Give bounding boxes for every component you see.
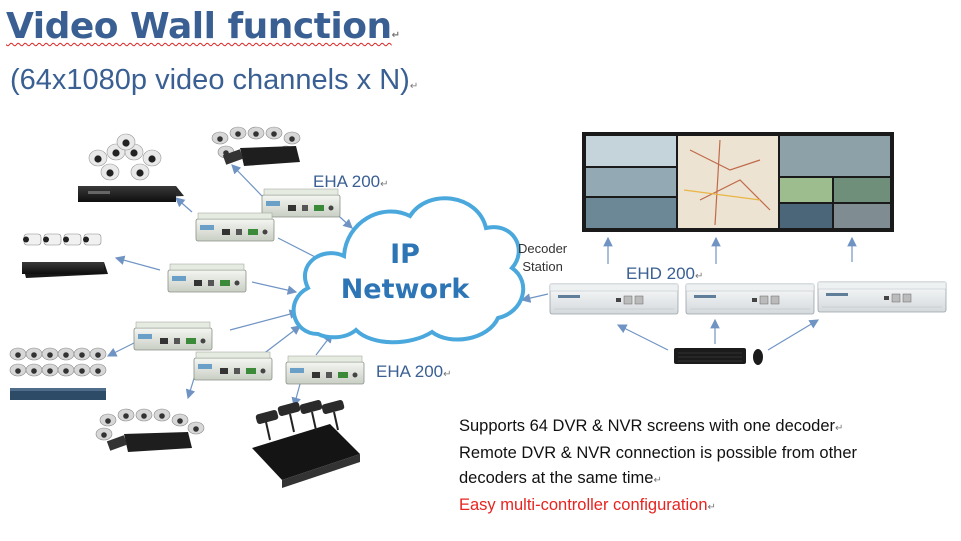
bullet-camera-icon — [23, 233, 102, 246]
encoder-box-icon — [133, 321, 213, 351]
decoder-station-label: Decoder Station — [518, 241, 568, 274]
encoder-box-icon — [285, 355, 365, 385]
feature-line-4: Easy multi-controller configuration↵ — [459, 496, 716, 514]
ehd-label: EHD 200↵ — [626, 264, 704, 283]
cctv-dome-camera-icon — [9, 347, 107, 377]
feature-line-3: decoders at the same time↵ — [459, 469, 662, 487]
dvr-recorder-icon — [10, 388, 106, 400]
dvr-recorder-icon — [252, 424, 360, 488]
cloud-icon — [291, 196, 526, 345]
eha-label-top: EHA 200↵ — [313, 172, 389, 191]
page-subtitle: (64x1080p video channels x N)↵ — [10, 64, 419, 96]
encoder-box-icon — [195, 212, 275, 242]
bullet-camera-icon — [255, 399, 345, 441]
dvr-recorder-icon — [222, 146, 300, 166]
decoder-box-icon — [685, 283, 815, 315]
mouse-icon — [753, 349, 763, 365]
encoder-box-icon — [167, 263, 247, 293]
decoder-box-icon — [817, 281, 947, 313]
eha-label-bottom: EHA 200↵ — [376, 362, 452, 381]
cloud-label-ip: IP — [390, 239, 420, 270]
encoder-box-icon — [193, 351, 273, 381]
feature-description: Supports 64 DVR & NVR screens with one d… — [459, 414, 857, 520]
encoder-box-icon — [261, 188, 341, 218]
dvr-recorder-icon — [78, 186, 184, 202]
feature-line-1: Supports 64 DVR & NVR screens with one d… — [459, 417, 844, 435]
dvr-recorder-icon — [106, 432, 192, 452]
feature-line-2: Remote DVR & NVR connection is possible … — [459, 444, 857, 462]
dvr-recorder-icon — [22, 262, 108, 278]
decoder-box-icon — [549, 283, 679, 315]
page-title: Video Wall function↵ — [6, 6, 400, 47]
cctv-dome-camera-icon — [88, 133, 162, 181]
cloud-label-network: Network — [341, 274, 471, 305]
video-wall-icon — [582, 132, 894, 232]
keyboard-icon — [674, 348, 746, 364]
